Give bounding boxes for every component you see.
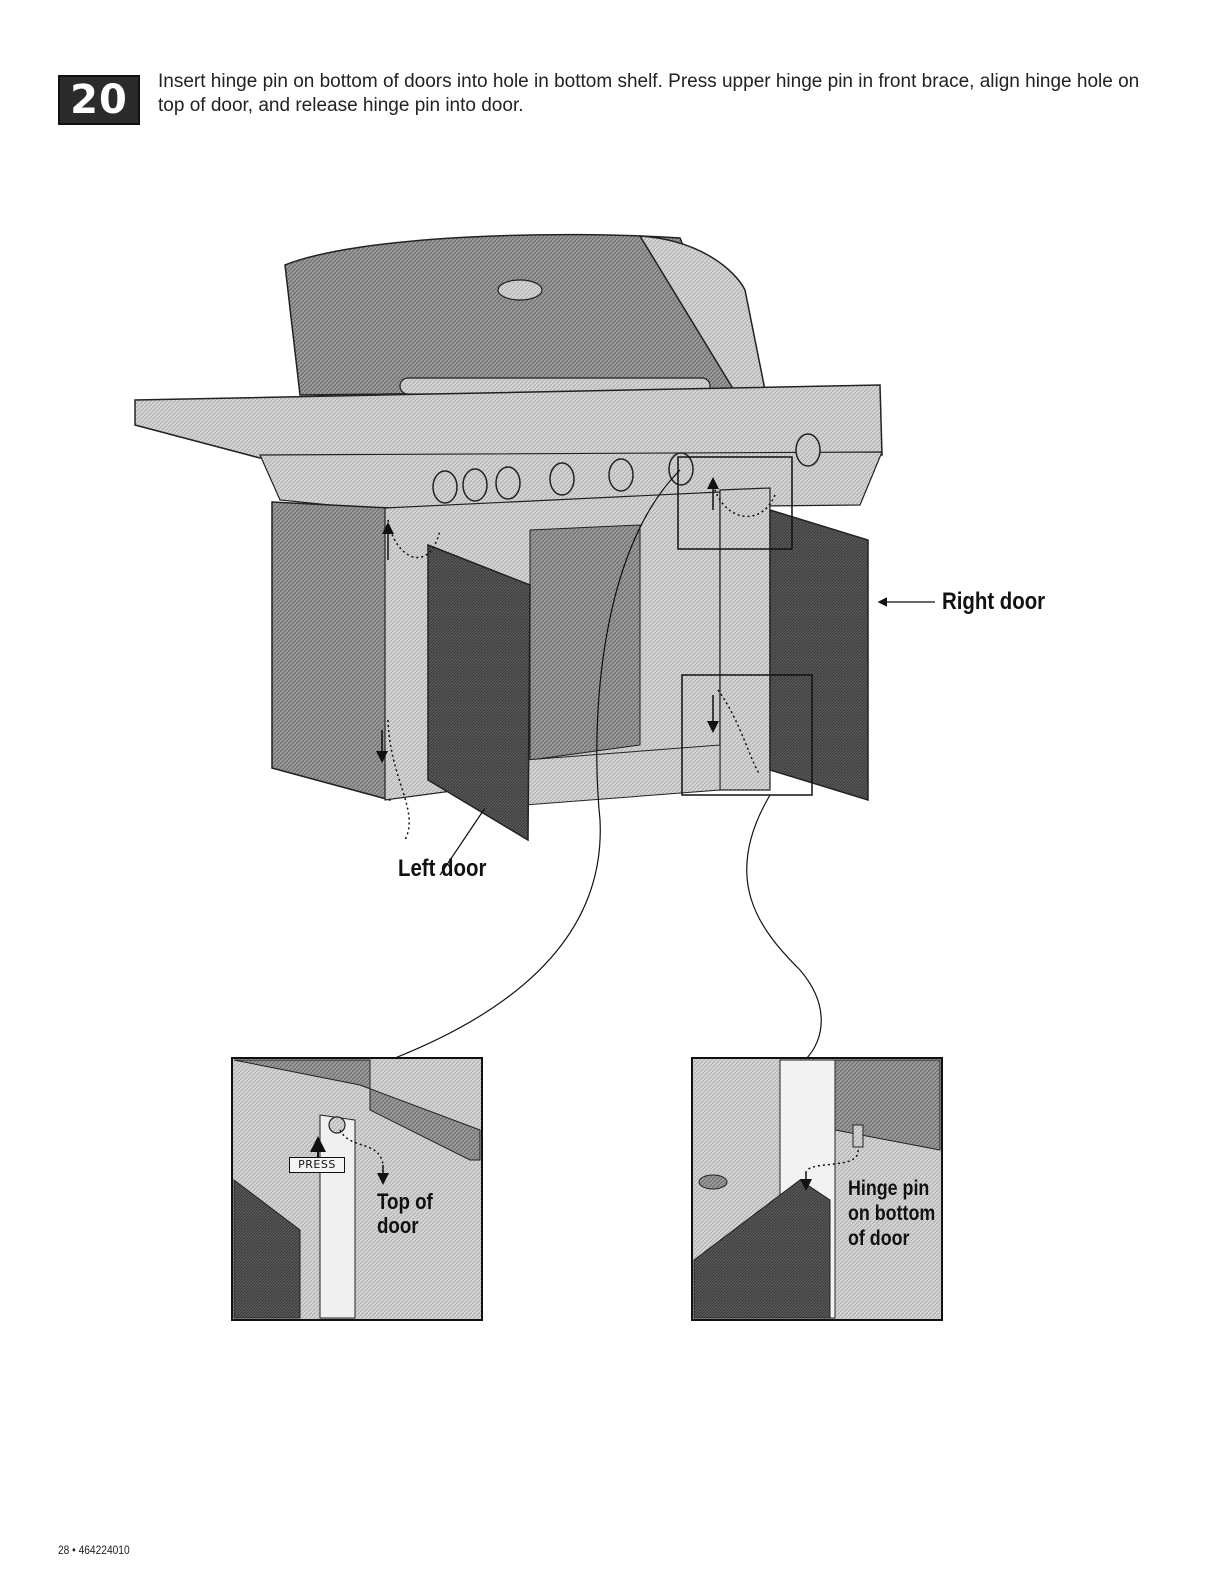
press-label: PRESS: [289, 1157, 345, 1173]
left-door-panel: [428, 545, 530, 840]
right-door-label: Right door: [942, 588, 1045, 616]
page-footer: 28 • 464224010: [58, 1543, 130, 1557]
left-door-label: Left door: [398, 855, 486, 883]
right-door-panel: [770, 510, 868, 800]
hinge-pin-label: Hinge pin on bottom of door: [848, 1176, 942, 1251]
top-of-door-label: Top of door: [377, 1190, 445, 1238]
top-of-door-detail: [232, 1058, 482, 1320]
grill-lid: [285, 235, 765, 395]
